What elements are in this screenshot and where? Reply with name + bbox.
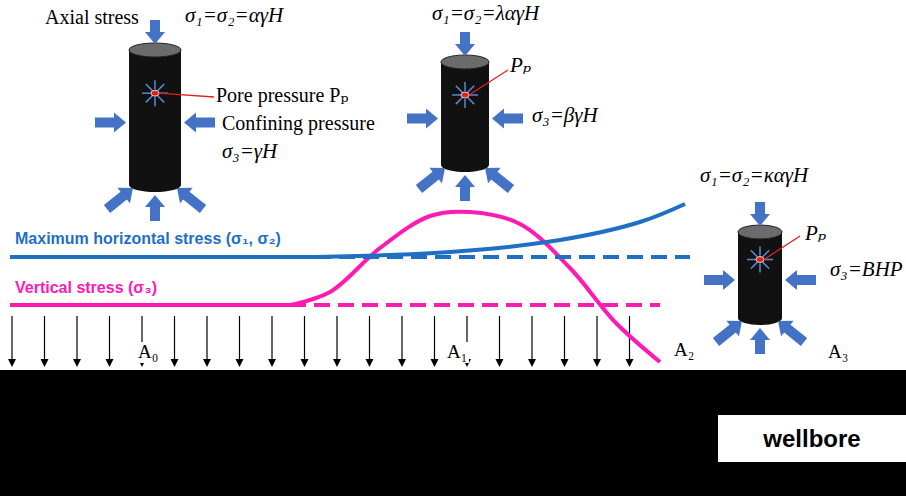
stress-label: σ₃=βγH [532, 104, 598, 127]
vertical-stress-curve [290, 212, 660, 362]
curve-label: Maximum horizontal stress (σ₁, σ₂) [15, 230, 281, 248]
point-label: A₃ [826, 342, 850, 363]
stress-arrow [407, 109, 438, 129]
stress-label: σ₁=σ₂=αγH [185, 4, 283, 27]
rock-core [441, 55, 508, 172]
stress-label: Pₚ [510, 54, 531, 77]
load-arrow [271, 316, 272, 360]
horizontal-stress-curve [315, 204, 685, 257]
stress-arrow [455, 175, 475, 201]
stress-arrow [713, 321, 742, 346]
load-arrow [531, 316, 532, 360]
load-arrow [499, 316, 500, 360]
stress-arrow [145, 195, 165, 221]
load-arrow-head [41, 359, 49, 367]
load-arrow [44, 316, 45, 360]
stress-label: Confining pressure [222, 112, 375, 134]
stress-arrow [485, 168, 514, 193]
load-arrow-head [593, 359, 601, 367]
load-arrow-head [8, 359, 16, 367]
load-arrow-head [431, 359, 439, 367]
load-arrow [109, 316, 110, 360]
formation-band [0, 370, 906, 496]
load-arrow [174, 316, 175, 360]
load-arrow [596, 316, 597, 360]
stress-label: Pₚ [805, 222, 826, 245]
horizontal-stress-line [10, 255, 315, 259]
stress-label: σ₃=BHP [830, 258, 903, 281]
stress-arrow [145, 20, 165, 44]
load-arrow-head [528, 359, 536, 367]
load-arrow-head [301, 359, 309, 367]
stress-arrow [750, 328, 770, 354]
load-arrow [76, 316, 77, 360]
stress-label: σ₁=σ₂=καγH [700, 164, 808, 187]
wellbore-box: wellbore [718, 415, 906, 462]
stress-arrow [785, 270, 816, 290]
vertical-stress-dashed [290, 303, 660, 307]
stress-label: σ₃=γH [222, 140, 277, 163]
load-arrow-head [73, 359, 81, 367]
stress-arrow [177, 188, 206, 213]
stress-arrow [750, 202, 770, 226]
load-arrow [336, 316, 337, 360]
load-arrow [206, 316, 207, 360]
load-arrow-head [626, 359, 634, 367]
horizontal-stress-dashed [315, 255, 690, 259]
stress-label: Axial stress [45, 6, 139, 28]
load-arrow-head [203, 359, 211, 367]
load-arrow-head [171, 359, 179, 367]
load-arrow-head [366, 359, 374, 367]
rock-core [738, 225, 800, 325]
load-arrow [564, 316, 565, 360]
load-arrow-head [106, 359, 114, 367]
point-label: A₂ [672, 340, 696, 361]
load-arrow [401, 316, 402, 360]
load-arrow [304, 316, 305, 360]
load-arrow-head [496, 359, 504, 367]
load-arrow-head [268, 359, 276, 367]
vertical-stress-line [10, 303, 290, 307]
load-arrow [11, 316, 12, 360]
stress-label: σ₁=σ₂=λαγH [432, 2, 539, 25]
wellbore-label: wellbore [763, 425, 860, 453]
stress-arrow [95, 113, 126, 133]
load-arrow-head [236, 359, 244, 367]
load-arrow [239, 316, 240, 360]
stress-arrow [492, 109, 523, 129]
stress-arrow [704, 270, 735, 290]
rock-core [129, 43, 214, 192]
point-label: A₁ [445, 342, 469, 363]
stress-arrow [184, 113, 215, 133]
point-label: A₀ [136, 342, 160, 363]
load-arrow-head [398, 359, 406, 367]
load-arrow [434, 316, 435, 360]
curve-label: Vertical stress (σ₃) [15, 279, 157, 297]
stress-arrow [104, 188, 133, 213]
stress-label: Pore pressure Pₚ [216, 84, 348, 106]
load-arrow [369, 316, 370, 360]
stress-arrow [455, 32, 475, 56]
stress-arrow [778, 321, 807, 346]
load-arrow-head [561, 359, 569, 367]
load-arrow-head [333, 359, 341, 367]
stress-arrow [416, 168, 445, 193]
